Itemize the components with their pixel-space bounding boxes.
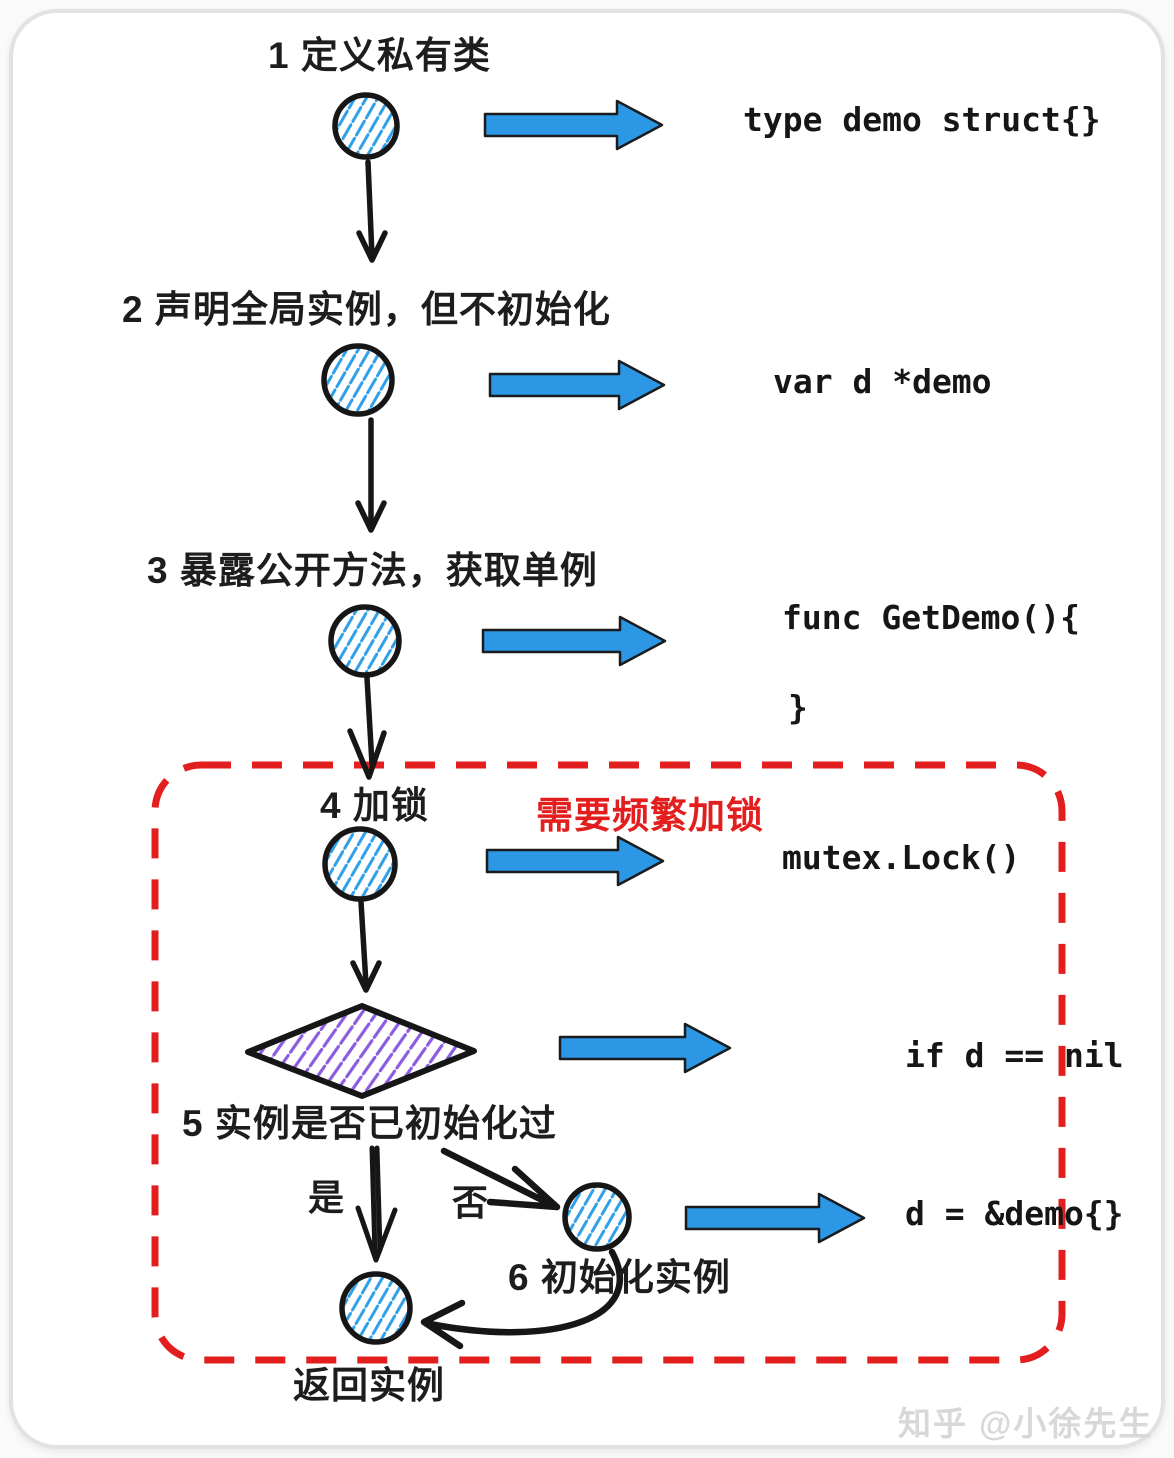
step5-label: 5 实例是否已初始化过 [182, 1103, 557, 1144]
step2-node-circle [321, 343, 395, 417]
step4-label: 4 加锁 [320, 785, 429, 826]
step2-label: 2 声明全局实例，但不初始化 [122, 289, 611, 330]
step1-label: 1 定义私有类 [268, 35, 491, 76]
step1-blue-arrow-icon [483, 99, 664, 151]
lock-region-dashed-box [151, 761, 1066, 1364]
arrow-step1-to-step2-icon [356, 159, 388, 263]
step1-code: type demo struct{} [743, 100, 1101, 139]
step6-node-circle [562, 1182, 632, 1252]
step3-blue-arrow-icon [481, 615, 667, 667]
arrow-step3-to-step4-icon [347, 675, 387, 780]
step4-node-circle [322, 826, 398, 902]
arrow-step2-to-step3-icon [355, 417, 387, 533]
watermark-label: 知乎 @小徐先生 [898, 1405, 1154, 1442]
step1-node-circle [332, 92, 400, 160]
step3-code-open: func GetDemo(){ [782, 598, 1081, 637]
step6-blue-arrow-icon [684, 1192, 866, 1244]
branch-yes-label: 是 [308, 1177, 346, 1218]
arrow-branch-no-icon [440, 1147, 561, 1211]
decision-blue-arrow-icon [558, 1022, 732, 1074]
step3-code-close: } [788, 688, 808, 727]
return-label: 返回实例 [293, 1365, 445, 1406]
arrow-branch-yes-icon [355, 1145, 398, 1263]
arrow-step4-to-decision-icon [350, 899, 382, 993]
step3-node-circle [328, 604, 402, 678]
return-node-circle [339, 1271, 413, 1345]
lock-warning-label: 需要频繁加锁 [536, 795, 764, 836]
step3-label: 3 暴露公开方法，获取单例 [147, 550, 598, 591]
step4-blue-arrow-icon [485, 835, 665, 887]
step6-code: d = &demo{} [905, 1194, 1124, 1233]
branch-no-label: 否 [452, 1182, 490, 1223]
step6-label: 6 初始化实例 [508, 1257, 731, 1298]
step2-code: var d *demo [773, 362, 992, 401]
step2-blue-arrow-icon [488, 359, 666, 411]
decision-code: if d == nil [905, 1036, 1124, 1075]
decision-diamond [245, 1003, 477, 1099]
step4-code: mutex.Lock() [782, 838, 1021, 877]
arrow-step6-to-return-icon [420, 1248, 623, 1350]
